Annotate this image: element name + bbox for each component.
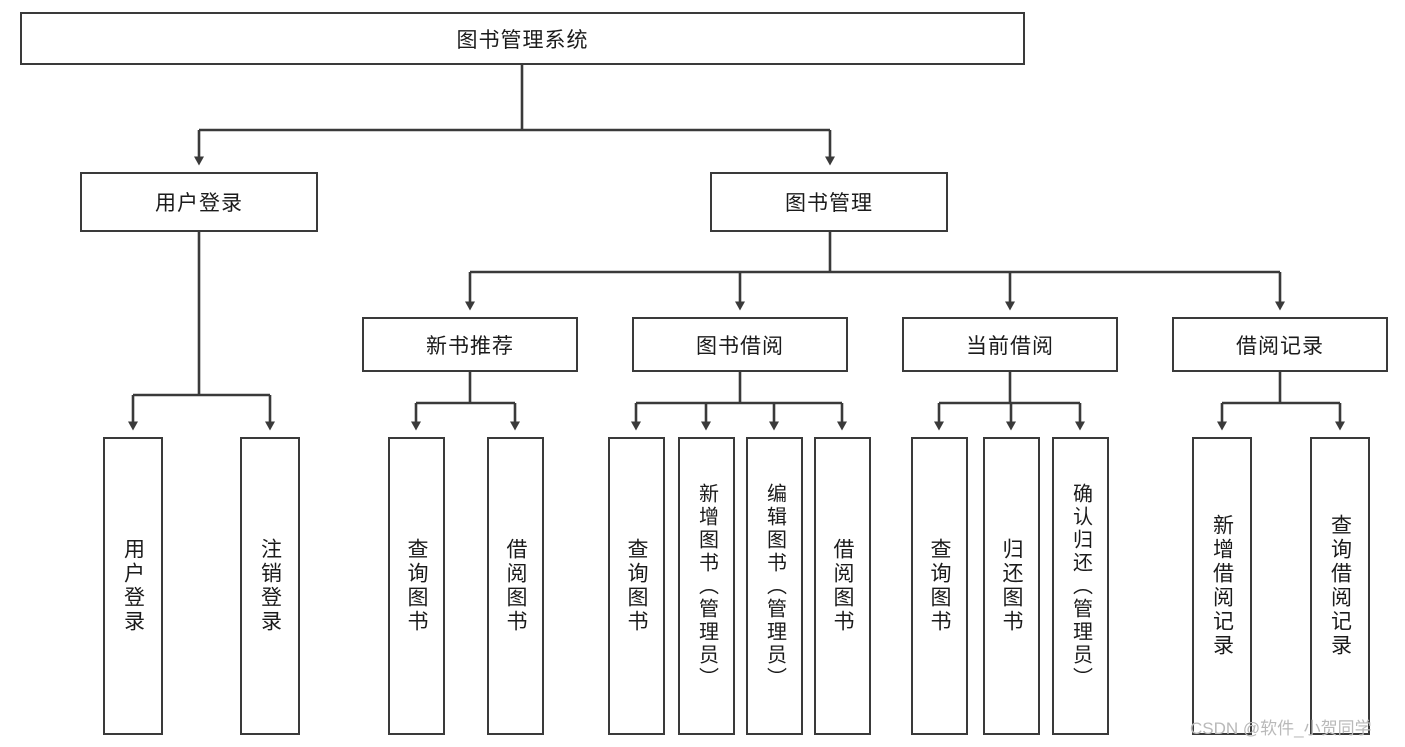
leaf-node[interactable]: 查询图书 xyxy=(608,437,665,735)
leaf-node[interactable]: 新增借阅记录 xyxy=(1192,437,1252,735)
node-label: 查询图书 xyxy=(625,538,648,634)
leaf-node[interactable]: 借阅图书 xyxy=(487,437,544,735)
node-label: 新书推荐 xyxy=(426,334,514,358)
leaf-node[interactable]: 新增图书（管理员） xyxy=(678,437,735,735)
leaf-node[interactable]: 查询图书 xyxy=(911,437,968,735)
node-book-borrow[interactable]: 图书借阅 xyxy=(632,317,848,372)
node-label: 新增图书（管理员） xyxy=(695,482,718,690)
node-label: 确认归还（管理员） xyxy=(1069,482,1092,690)
leaf-node[interactable]: 借阅图书 xyxy=(814,437,871,735)
node-label: 查询图书 xyxy=(928,538,951,634)
node-label: 新增借阅记录 xyxy=(1210,514,1234,658)
node-label: 用户登录 xyxy=(121,538,145,634)
node-current-borrow[interactable]: 当前借阅 xyxy=(902,317,1118,372)
node-label: 图书管理 xyxy=(785,192,873,215)
node-label: 借阅图书 xyxy=(504,538,527,634)
node-label: 当前借阅 xyxy=(966,334,1054,358)
node-label: 注销登录 xyxy=(258,538,282,634)
leaf-node[interactable]: 查询借阅记录 xyxy=(1310,437,1370,735)
node-label: 查询借阅记录 xyxy=(1328,514,1352,658)
leaf-node[interactable]: 用户登录 xyxy=(103,437,163,735)
node-label: 借阅图书 xyxy=(831,538,854,634)
node-label: 用户登录 xyxy=(155,192,243,215)
node-label: 编辑图书（管理员） xyxy=(763,482,786,690)
csdn-watermark: CSDN @软件_小贺同学 xyxy=(1190,719,1372,738)
node-borrow-records[interactable]: 借阅记录 xyxy=(1172,317,1388,372)
leaf-node[interactable]: 归还图书 xyxy=(983,437,1040,735)
leaf-node[interactable]: 注销登录 xyxy=(240,437,300,735)
node-root-system[interactable]: 图书管理系统 xyxy=(20,12,1025,65)
node-label: 查询图书 xyxy=(405,538,428,634)
leaf-node[interactable]: 查询图书 xyxy=(388,437,445,735)
node-label: 归还图书 xyxy=(1000,538,1023,634)
node-user-login[interactable]: 用户登录 xyxy=(80,172,318,232)
node-label: 图书管理系统 xyxy=(456,28,589,52)
leaf-node[interactable]: 编辑图书（管理员） xyxy=(746,437,803,735)
node-label: 借阅记录 xyxy=(1236,334,1324,358)
node-new-book-recommend[interactable]: 新书推荐 xyxy=(362,317,578,372)
node-book-management[interactable]: 图书管理 xyxy=(710,172,948,232)
leaf-node[interactable]: 确认归还（管理员） xyxy=(1052,437,1109,735)
node-label: 图书借阅 xyxy=(696,334,784,358)
